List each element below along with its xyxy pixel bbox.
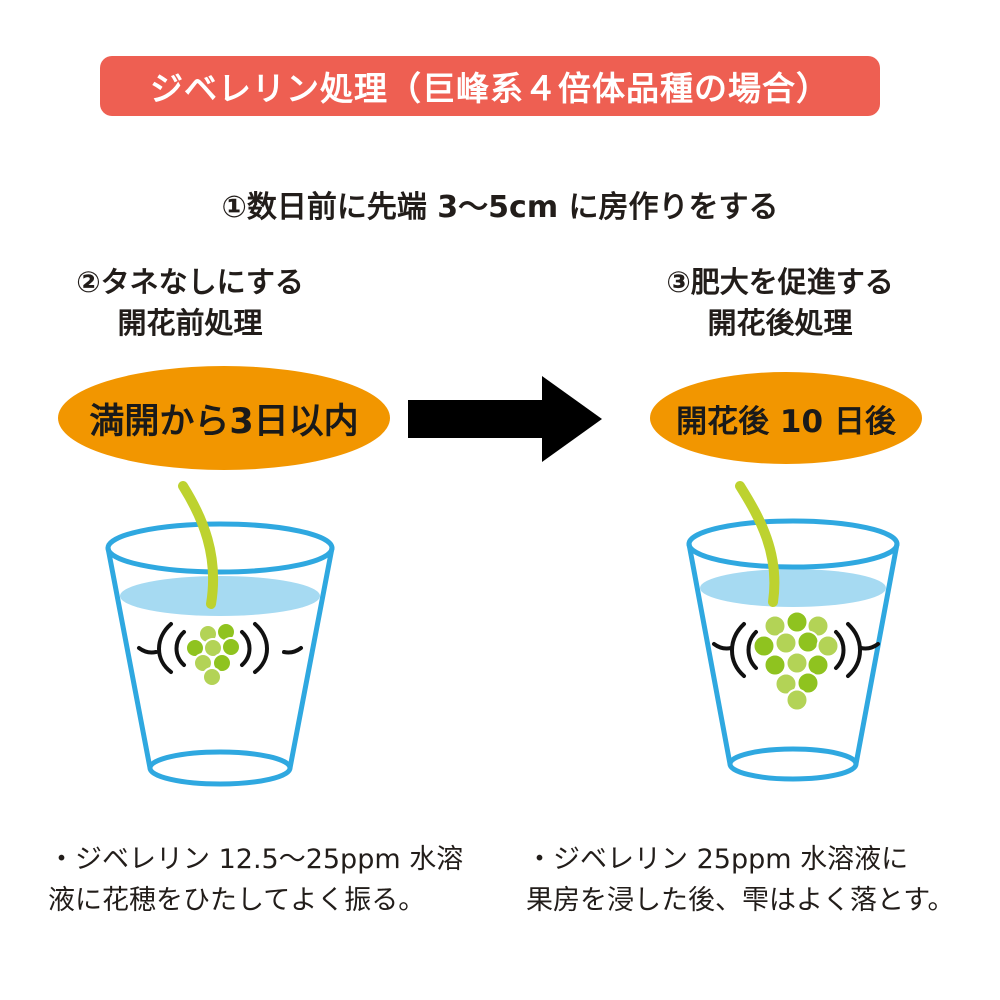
left-timing-badge-label: 満開から3日以内 (89, 401, 359, 442)
ripple-marks (712, 622, 880, 678)
ripple-marks (137, 622, 303, 674)
right-timing-badge: 開花後 10 日後 (650, 372, 922, 464)
grape-cluster-large (752, 610, 840, 712)
left-note-line2: 液に花穂をひたしてよく振る。 (48, 884, 426, 916)
water-surface (700, 569, 886, 607)
banner: ジベレリン処理（巨峰系４倍体品種の場合） (100, 56, 880, 116)
grape-cluster-small (185, 622, 241, 687)
left-note-line1: ・ジベレリン 12.5〜25ppm 水溶 (48, 844, 464, 875)
left-step-heading-line2: 開花前処理 (117, 305, 263, 340)
right-timing-badge-label: 開花後 10 日後 (676, 403, 896, 440)
right-note-line2: 果房を浸した後、雫はよく落とす。 (526, 884, 955, 916)
left-step-heading-line1: ②タネなしにする (76, 265, 304, 299)
left-glass-illustration (105, 481, 335, 787)
right-note: ・ジベレリン 25ppm 水溶液に 果房を浸した後、雫はよく落とす。 (526, 840, 991, 921)
left-timing-badge: 満開から3日以内 (58, 366, 390, 470)
water-surface (120, 576, 320, 616)
glass-outline (686, 518, 900, 782)
right-step-heading-line2: 開花後処理 (707, 305, 853, 340)
arrow-right-icon (408, 400, 542, 438)
right-step-heading-line1: ③肥大を促進する (666, 265, 894, 299)
banner-title: ジベレリン処理（巨峰系４倍体品種の場合） (150, 69, 830, 108)
stem-icon (178, 481, 219, 609)
right-glass-illustration (686, 481, 900, 782)
glass-outline (105, 521, 335, 787)
right-note-line1: ・ジベレリン 25ppm 水溶液に (526, 844, 909, 875)
stem-icon (735, 481, 780, 607)
left-step-heading: ②タネなしにする 開花前処理 (30, 262, 350, 343)
step1-instruction: ①数日前に先端 3〜5cm に房作りをする (221, 190, 779, 225)
right-step-heading: ③肥大を促進する 開花後処理 (620, 262, 940, 343)
left-note: ・ジベレリン 12.5〜25ppm 水溶 液に花穂をひたしてよく振る。 (48, 840, 498, 921)
